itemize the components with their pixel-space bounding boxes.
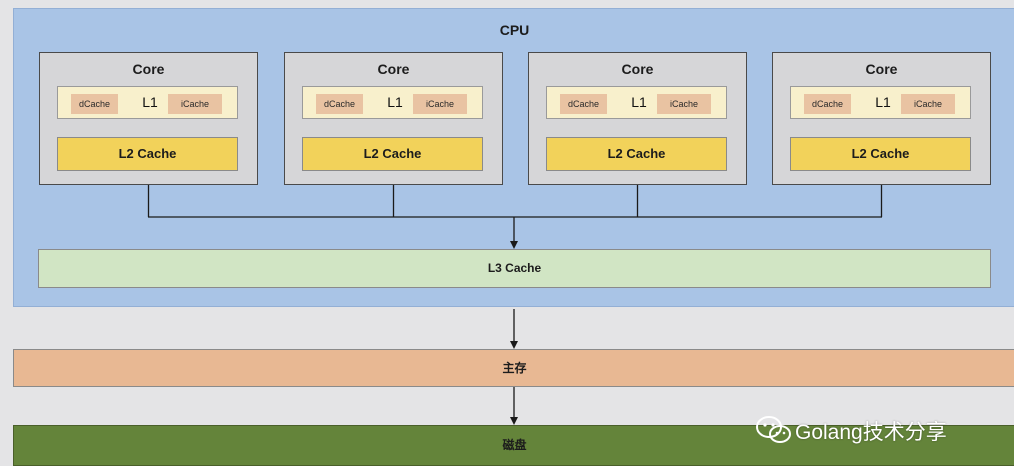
l2-cache: L2 Cache xyxy=(790,137,971,171)
l2-cache: L2 Cache xyxy=(57,137,238,171)
l1-label: L1 xyxy=(875,94,891,110)
main-memory: 主存 xyxy=(13,349,1014,387)
core-2: Core dCache L1 iCache L2 Cache xyxy=(284,52,503,185)
core-title: Core xyxy=(865,61,898,77)
watermark: Golang技术分享 xyxy=(755,413,995,445)
l1-label: L1 xyxy=(631,94,647,110)
l2-cache: L2 Cache xyxy=(546,137,727,171)
wechat-icon xyxy=(756,416,791,443)
cpu-label: CPU xyxy=(499,22,530,38)
l2-cache: L2 Cache xyxy=(302,137,483,171)
l1-cache: dCache L1 iCache xyxy=(790,86,971,119)
dcache: dCache xyxy=(316,94,363,114)
watermark-text: Golang技术分享 xyxy=(795,421,947,444)
icache: iCache xyxy=(413,94,467,114)
core-1: Core dCache L1 iCache L2 Cache xyxy=(39,52,258,185)
l1-label: L1 xyxy=(387,94,403,110)
core-4: Core dCache L1 iCache L2 Cache xyxy=(772,52,991,185)
l1-cache: dCache L1 iCache xyxy=(302,86,483,119)
core-3: Core dCache L1 iCache L2 Cache xyxy=(528,52,747,185)
l1-cache: dCache L1 iCache xyxy=(546,86,727,119)
icache: iCache xyxy=(657,94,711,114)
dcache: dCache xyxy=(804,94,851,114)
l1-cache: dCache L1 iCache xyxy=(57,86,238,119)
core-title: Core xyxy=(377,61,410,77)
l3-cache: L3 Cache xyxy=(38,249,991,288)
dcache: dCache xyxy=(560,94,607,114)
core-title: Core xyxy=(132,61,165,77)
dcache: dCache xyxy=(71,94,118,114)
icache: iCache xyxy=(901,94,955,114)
core-title: Core xyxy=(621,61,654,77)
l1-label: L1 xyxy=(142,94,158,110)
icache: iCache xyxy=(168,94,222,114)
